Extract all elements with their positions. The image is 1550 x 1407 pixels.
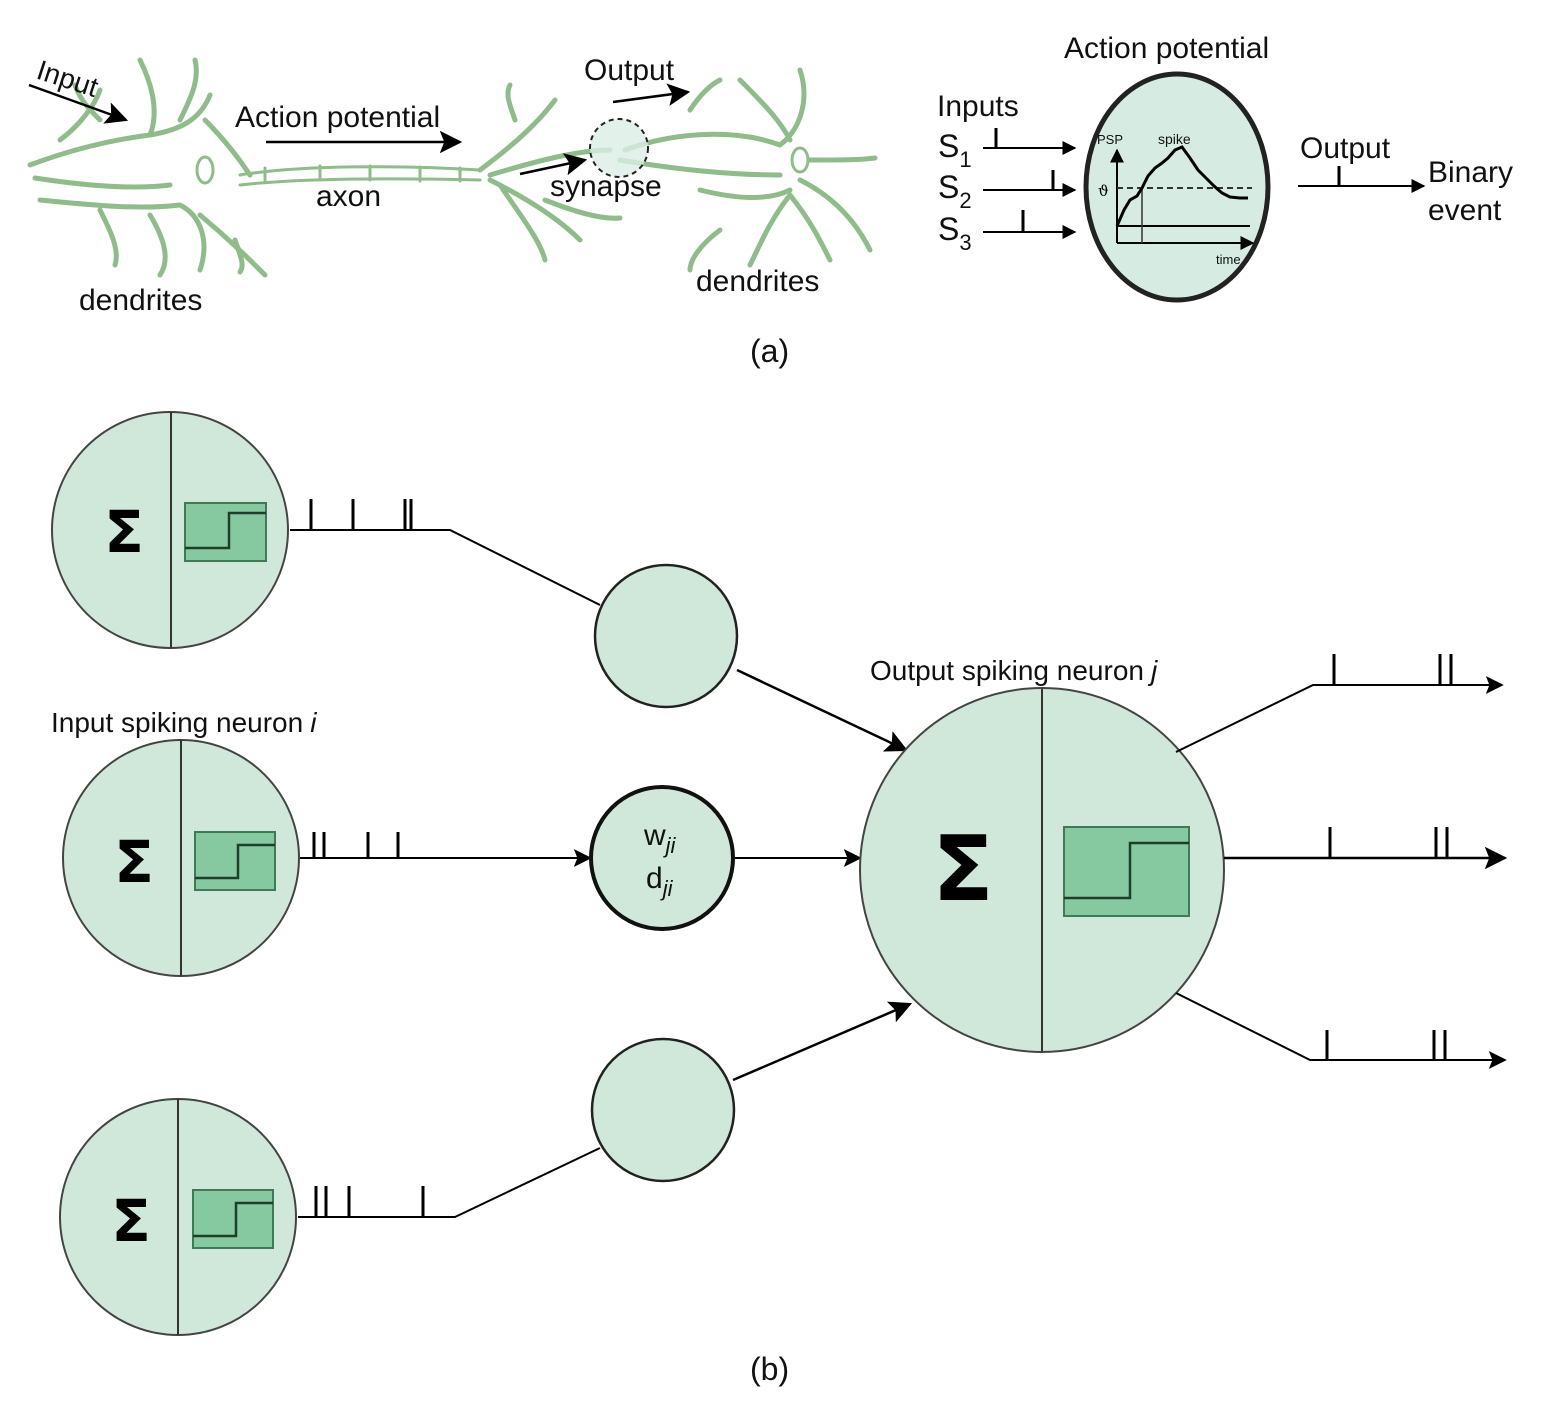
sum-symbol: Σ [114,828,154,896]
model-title: Action potential [1064,32,1269,65]
binary-event-label-2: event [1428,194,1502,227]
action-potential-label: Action potential [235,101,440,134]
output-neuron: Σ [859,687,1225,1053]
output-spike-train-middle [1328,827,1449,858]
synapse-to-output-top [736,668,909,752]
threshold-symbol: ϑ [1098,182,1109,200]
left-neuron-dendrites [27,57,268,278]
input-s3-label: S3 [938,211,972,255]
spiking-neuron-model: Action potential Inputs S1 S2 S3 PSP spi… [937,32,1513,303]
synapse-node-bottom [590,1037,736,1183]
dendrites-right-label: dendrites [696,265,819,298]
synapse-weight-label: wji [643,819,677,858]
step-activation-icon [194,831,276,891]
input-neuron-top: Σ [51,411,289,649]
input-s1-label: S1 [938,128,972,172]
sum-symbol: Σ [104,498,144,566]
psp-axis-label: PSP [1097,132,1123,147]
step-activation-icon [1063,826,1190,917]
sum-symbol: Σ [932,817,993,922]
axon-line-bottom [298,1147,601,1218]
model-output-label: Output [1300,132,1391,165]
step-activation-icon [184,502,267,562]
output-line-top [1175,676,1504,753]
caption-b: (b) [750,1351,789,1387]
synapse-node-top [593,563,739,709]
sum-symbol: Σ [111,1187,151,1255]
output-spike-train-bottom [1325,1030,1447,1060]
inputs-label: Inputs [937,90,1019,123]
synapse-label: synapse [550,170,662,203]
step-activation-icon [192,1189,274,1249]
input-arrow [28,83,129,124]
output-arrow [612,83,691,106]
axon-label: axon [316,180,381,213]
spike-train-top [309,499,413,530]
axon-line-top [290,529,601,606]
input-label: Input [33,54,102,103]
input-neuron-middle: Σ [62,739,300,977]
binary-event-label-1: Binary [1428,156,1513,189]
dendrites-left-label: dendrites [79,284,202,317]
input-neuron-bottom: Σ [59,1098,297,1336]
spike-train-bottom [314,1186,425,1217]
psp-curve [1115,145,1248,227]
spike-train-middle [312,832,400,858]
output-line-bottom [1175,992,1507,1069]
synapse-arrow [519,153,588,176]
synapse-to-output-bottom [732,1001,913,1082]
biological-neuron-illustration: Input Action potential axon dendrites Ou… [27,54,878,317]
time-axis-label: time [1216,252,1241,267]
input-s2-label: S2 [938,169,972,213]
soma-nucleus [195,155,215,185]
right-neuron-dendrites [617,67,878,273]
output-label: Output [584,54,675,87]
synapse-highlight-circle [589,118,649,178]
spike-label: spike [1158,131,1191,147]
spiking-network-diagram: Σ Σ Σ wji [51,411,1508,1336]
synapse-delay-label: dji [646,862,674,901]
synapse-node-middle: wji dji [589,785,735,931]
caption-a: (a) [750,333,789,369]
axon-shape [238,164,482,187]
output-spike-train-top [1332,654,1453,685]
right-soma-nucleus [790,146,810,174]
